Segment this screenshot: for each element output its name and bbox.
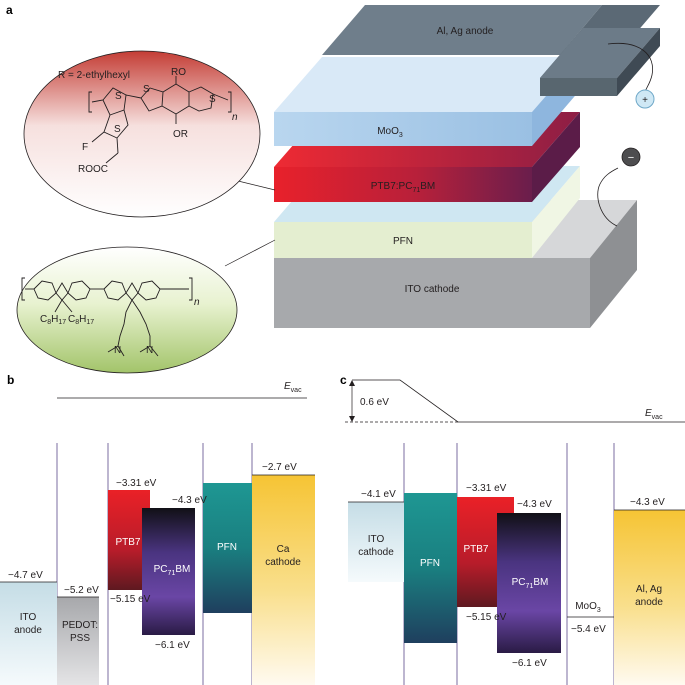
c-pfn-band (404, 493, 457, 643)
pfn-n-atom-2: N (146, 345, 153, 356)
c-alag-level: −4.3 eV (630, 497, 665, 508)
ptb7-structure: R = 2-ethylhexyl S S S S RO OR F ROOC (23, 50, 261, 218)
negative-terminal (621, 147, 641, 167)
b-ptb7-label: PTB7 (115, 537, 140, 548)
ptb7-skeleton (88, 76, 232, 164)
c-ptb7-homo: −5.15 eV (466, 612, 507, 623)
negative-terminal-label: − (628, 152, 634, 164)
energy-diagram-b: Evac −4.7 eV −5.2 eV −3.31 eV −5.15 eV −… (0, 381, 315, 685)
b-ptb7-lumo: −3.31 eV (116, 478, 157, 489)
b-ca-label-2: cathode (265, 557, 301, 568)
atom-or: OR (173, 129, 188, 140)
panel-label-c: c (340, 373, 347, 387)
b-ito-level: −4.7 eV (8, 570, 43, 581)
r-definition: R = 2-ethylhexyl (58, 70, 130, 81)
b-pcbm-homo: −6.1 eV (155, 640, 190, 651)
b-pcbm-lumo: −4.3 eV (172, 495, 207, 506)
b-pfn-label: PFN (217, 542, 237, 553)
ptb7-repeat-n: n (232, 112, 238, 123)
c-alag-label-1: Al, Ag (636, 584, 662, 595)
c-alag-label-2: anode (635, 597, 663, 608)
atom-f: F (82, 142, 88, 153)
c-pcbm-label: PC71BM (512, 577, 549, 590)
pfn-n-atom-1: N (114, 345, 121, 356)
c-offset-label: 0.6 eV (360, 397, 389, 408)
positive-terminal (635, 89, 655, 109)
b-pedot-label-2: PSS (70, 633, 90, 644)
atom-s4: S (209, 94, 216, 105)
c-moo3-label: MoO3 (575, 601, 601, 614)
anode-layer: Al, Ag anode (322, 5, 660, 96)
c-moo3-level: −5.4 eV (571, 624, 606, 635)
b-ca-label-1: Ca (277, 544, 290, 555)
c-pcbm-lumo: −4.3 eV (517, 499, 552, 510)
ptb7-callout-line (233, 179, 276, 191)
panel-label-b: b (7, 373, 14, 387)
c-vacuum-level (352, 379, 685, 423)
atom-s1: S (115, 91, 122, 102)
cathode-wire (597, 167, 619, 227)
pfn-callout-line (224, 239, 276, 267)
b-ito-label-1: ITO (20, 612, 37, 623)
b-pcbm-band (142, 508, 195, 635)
atom-ro: RO (171, 67, 186, 78)
c-ptb7-lumo: −3.31 eV (466, 483, 507, 494)
c-pfn-label: PFN (420, 558, 440, 569)
b-pfn-top: −2.7 eV (262, 462, 297, 473)
device-stack: ITO cathode PFN PTB7:PC71BM MoO3 (274, 5, 660, 328)
b-ito-label-2: anode (14, 625, 42, 636)
c-evac-label: Evac (645, 408, 663, 421)
atom-s3: S (143, 84, 150, 95)
c-pcbm-homo: −6.1 eV (512, 658, 547, 669)
b-ptb7-homo: −5.15 eV (110, 594, 151, 605)
c-alag-band (614, 510, 685, 685)
c-ptb7-label: PTB7 (463, 544, 488, 555)
c-ito-label-1: ITO (368, 534, 385, 545)
pfn-c8h17-a: C8H17 (40, 314, 66, 326)
b-ca-band (252, 475, 315, 685)
b-pedot-label-1: PEDOT: (62, 620, 98, 631)
b-ito-band (0, 582, 57, 685)
b-pedot-level: −5.2 eV (64, 585, 99, 596)
c-ito-band (348, 502, 404, 582)
atom-s2: S (114, 124, 121, 135)
pfn-skeleton (21, 277, 193, 357)
anode-wire (607, 42, 653, 93)
pfn-layer-label: PFN (393, 236, 413, 247)
c-ito-level: −4.1 eV (361, 489, 396, 500)
b-pedot-band (57, 597, 99, 685)
atom-rooc: ROOC (78, 164, 108, 175)
active-layer-label: PTB7:PC71BM (371, 181, 435, 194)
b-evac-label: Evac (284, 381, 302, 394)
panel-label-a: a (6, 3, 13, 17)
b-pcbm-label: PC71BM (154, 564, 191, 577)
pfn-structure: C8H17 C8H17 N N n (16, 246, 238, 374)
b-pfn-band (203, 483, 252, 613)
positive-terminal-label: + (642, 95, 648, 106)
moo3-layer-label: MoO3 (377, 126, 403, 139)
c-pcbm-band (497, 513, 561, 653)
anode-layer-label: Al, Ag anode (437, 26, 494, 37)
moo3-layer: MoO3 (274, 57, 580, 146)
energy-diagram-c: 0.6 eV Evac −4.1 eV −3.31 eV −5.15 eV −4… (345, 379, 685, 685)
pfn-repeat-n: n (194, 297, 200, 308)
pfn-c8h17-b: C8H17 (68, 314, 94, 326)
c-ito-label-2: cathode (358, 547, 394, 558)
ito-layer-label: ITO cathode (405, 284, 460, 295)
